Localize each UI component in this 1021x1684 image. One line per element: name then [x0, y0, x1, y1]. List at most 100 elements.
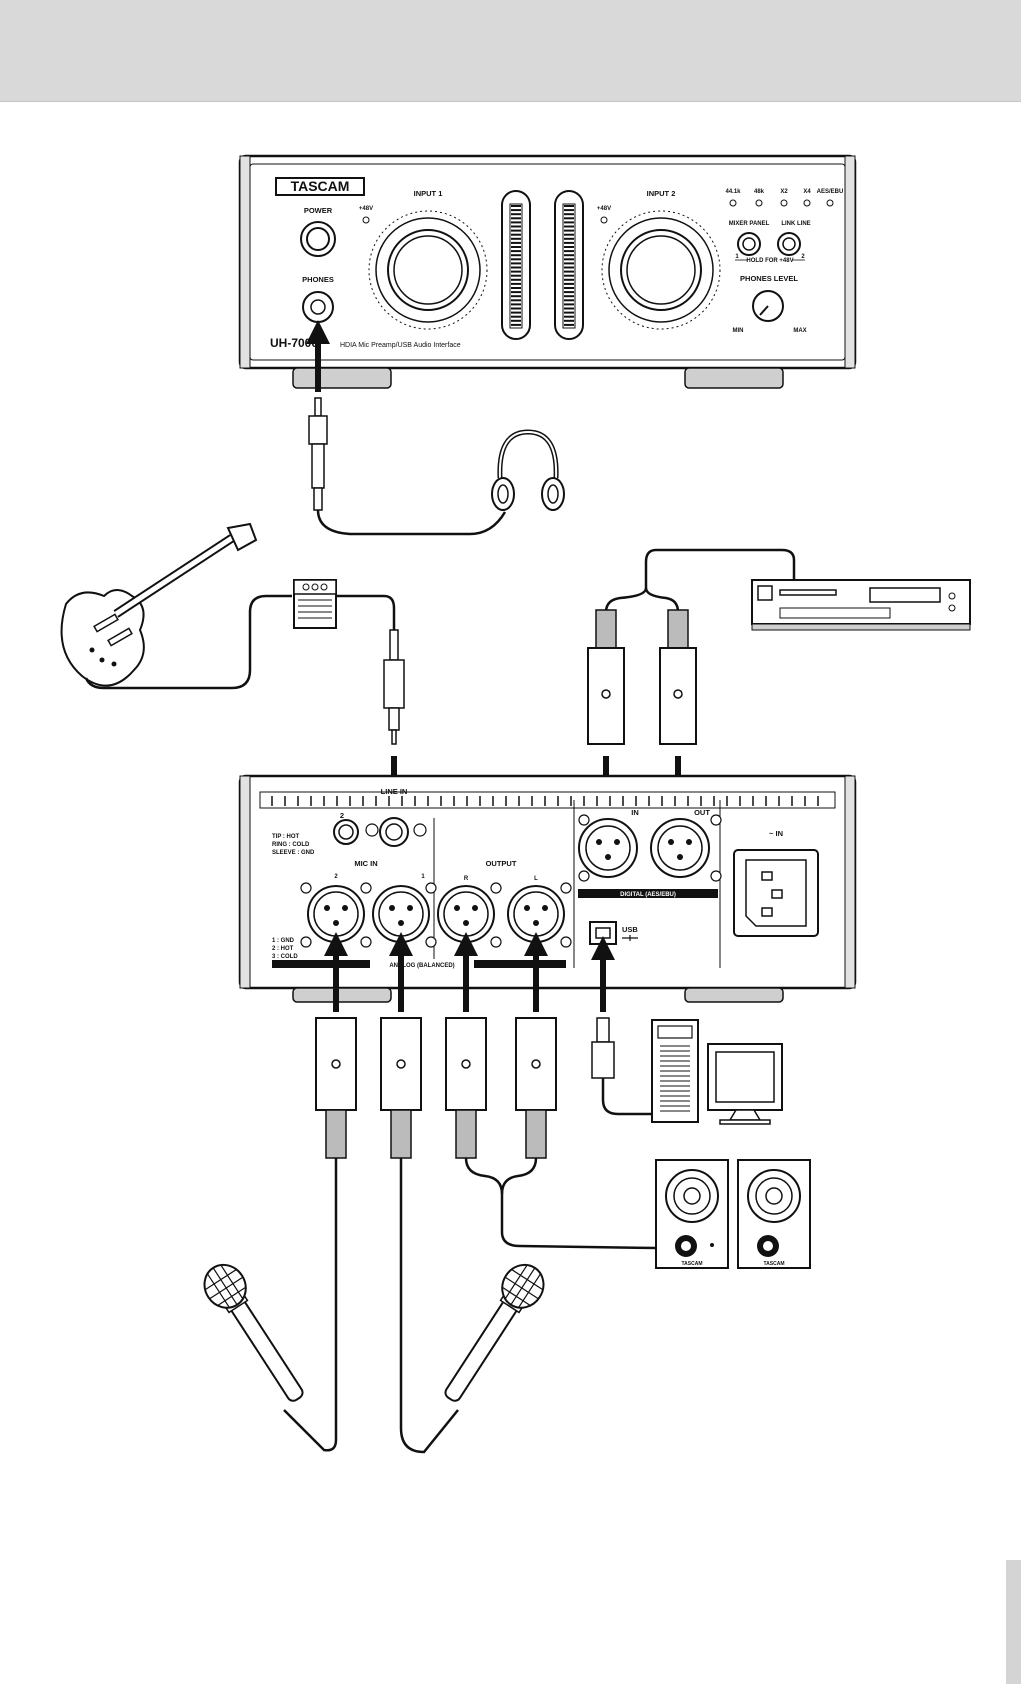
trs-tip-label: TIP : HOT [272, 834, 300, 840]
output-l-label: L [534, 876, 538, 882]
front-foot-right [684, 367, 784, 389]
usb-plug [591, 1017, 615, 1079]
input1-gain-knob[interactable] [393, 235, 463, 305]
digital-label: DIGITAL (AES/EBU) [620, 892, 676, 898]
phantom-label-2: +48V [597, 206, 611, 212]
led-aes [826, 199, 834, 207]
screw-icon [710, 870, 722, 882]
rate-441-label: 44.1k [725, 189, 741, 195]
led-x4 [803, 199, 811, 207]
rear-foot-left [292, 987, 392, 1003]
computer-tower-icon [651, 1019, 699, 1123]
input2-label: INPUT 2 [647, 189, 676, 198]
monitor-icon [707, 1043, 783, 1125]
line-in-plug [383, 629, 405, 745]
mic-cable-left [283, 1158, 338, 1452]
headphones-icon [491, 429, 565, 511]
headphone-plug [308, 397, 328, 511]
line-in-label: LINE IN [381, 787, 408, 796]
effects-pedal-icon [293, 579, 337, 629]
screw-icon [360, 882, 372, 894]
digital-in-label: IN [631, 808, 639, 817]
output-r-label: R [464, 876, 469, 882]
xlr-plug-boot [390, 1109, 412, 1159]
mic-in-label: MIC IN [354, 859, 377, 868]
speaker-right-brand: TASCAM [763, 1261, 784, 1267]
screw-icon [490, 936, 502, 948]
headphone-cable [316, 509, 507, 536]
phones-level-label: PHONES LEVEL [740, 274, 798, 283]
cd-player-icon [751, 579, 971, 631]
speaker-left-brand: TASCAM [681, 1261, 702, 1267]
xlr-plug-boot [455, 1109, 477, 1159]
mic-cable-right [399, 1158, 459, 1454]
rate-48-label: 48k [754, 189, 765, 195]
guitar-cable [84, 594, 292, 690]
screw-icon [578, 870, 590, 882]
input2-gain-knob[interactable] [626, 235, 696, 305]
xlr-plug-screw [396, 1059, 406, 1069]
guitar-icon [60, 522, 258, 687]
max-label: MAX [793, 328, 806, 334]
digital-out-xlr[interactable] [650, 818, 710, 878]
speaker-left-icon: TASCAM [655, 1159, 729, 1269]
digital-xlr-plug-out [659, 609, 697, 745]
header-band [0, 0, 1021, 101]
phantom-indicator-1 [362, 216, 370, 224]
digital-in-xlr[interactable] [578, 818, 638, 878]
mic-num-1: 1 [421, 874, 425, 880]
output-l-xlr[interactable] [507, 885, 565, 943]
header-rule [0, 101, 1021, 102]
digital-bar [578, 889, 718, 898]
output-label: OUTPUT [486, 859, 517, 868]
screw-icon [560, 936, 572, 948]
aes-label: AES/EBU [817, 189, 844, 195]
screw-icon [490, 882, 502, 894]
trs-ring-label: RING : COLD [272, 842, 310, 848]
screw-icon [578, 814, 590, 826]
digital-out-label: OUT [694, 808, 710, 817]
mic-in-1-xlr[interactable] [372, 885, 430, 943]
digital-xlr-plug-in [587, 609, 625, 745]
usb-icon [622, 935, 638, 941]
xlr-pin2-label: 2 : HOT [272, 946, 294, 952]
xlr-pin3-label: 3 : COLD [272, 954, 298, 960]
line-in-num: 2 [340, 811, 344, 820]
ac-in-label: ~ IN [769, 829, 783, 838]
xlr-plug-boot [325, 1109, 347, 1159]
microphone-right-icon [444, 1263, 545, 1402]
page-tab [1006, 1560, 1021, 1684]
btn-num-2: 2 [801, 254, 805, 260]
phantom-indicator-2 [600, 216, 608, 224]
phantom-label-1: +48V [359, 206, 373, 212]
speaker-right-icon: TASCAM [737, 1159, 811, 1269]
microphone-left-icon [203, 1263, 304, 1402]
screw-icon [300, 882, 312, 894]
screw-icon [360, 936, 372, 948]
screw-icon [300, 936, 312, 948]
level-meters [501, 190, 584, 340]
trs-sleeve-label: SLEEVE : GND [272, 850, 315, 856]
rear-foot-right [684, 987, 784, 1003]
front-foot-left [292, 367, 392, 389]
screw-icon [425, 936, 437, 948]
analog-label: ANALOG (BALANCED) [389, 963, 454, 969]
rate-x2-label: X2 [780, 189, 788, 195]
mic-in-2-xlr[interactable] [307, 885, 365, 943]
output-r-xlr[interactable] [437, 885, 495, 943]
led-48 [755, 199, 763, 207]
pedal-output-cable [336, 594, 396, 630]
mic-num-2: 2 [334, 874, 338, 880]
led-441 [729, 199, 737, 207]
screw-icon [425, 882, 437, 894]
speaker-cable [500, 1194, 657, 1250]
xlr-plug-boot [525, 1109, 547, 1159]
min-label: MIN [733, 328, 744, 334]
link-line-label: LINK LINE [781, 221, 810, 227]
power-label: POWER [304, 206, 333, 215]
cd-player-cable [644, 548, 796, 588]
hold-label: HOLD FOR +48V [746, 258, 793, 264]
xlr-plug-screw [331, 1059, 341, 1069]
screw-icon [710, 814, 722, 826]
phones-label: PHONES [302, 275, 334, 284]
